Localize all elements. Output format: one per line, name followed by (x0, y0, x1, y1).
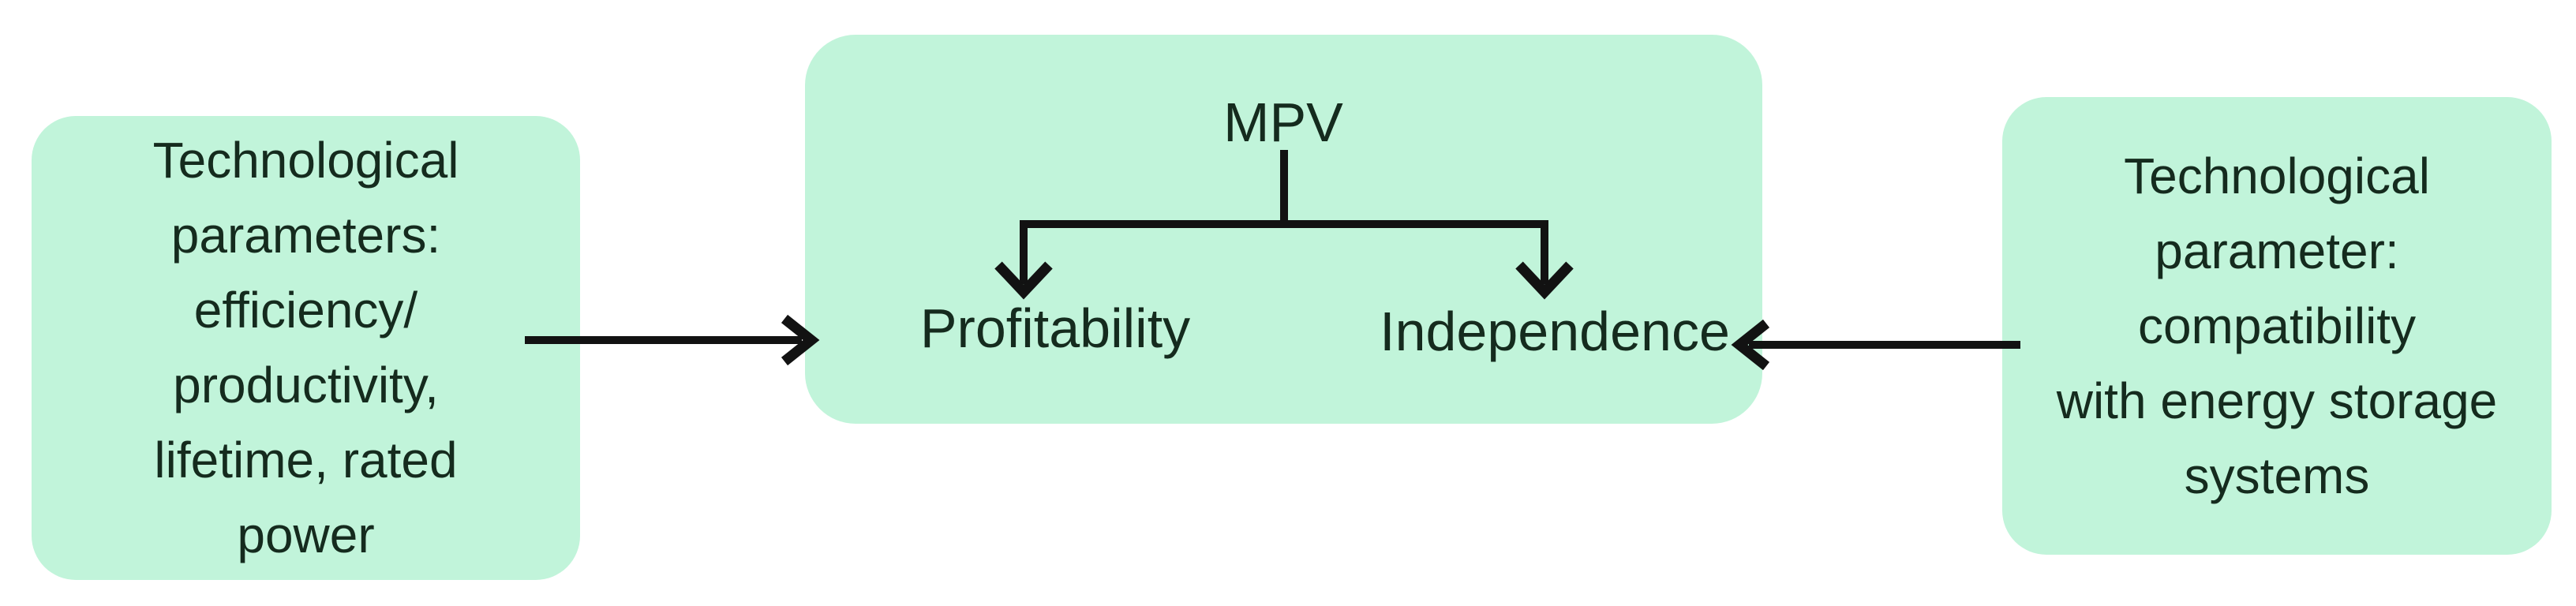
left-parameter-text: Technological parameters: efficiency/ pr… (152, 132, 459, 563)
profitability-label: Profitability (919, 297, 1191, 359)
right-parameter-text: Technological parameter: compatibility w… (2056, 147, 2498, 504)
right-parameter-box: Technological parameter: compatibility w… (2002, 97, 2552, 555)
mpv-root-label: MPV (1223, 92, 1343, 153)
independence-label: Independence (1380, 301, 1730, 362)
left-parameter-box: Technological parameters: efficiency/ pr… (32, 116, 580, 580)
